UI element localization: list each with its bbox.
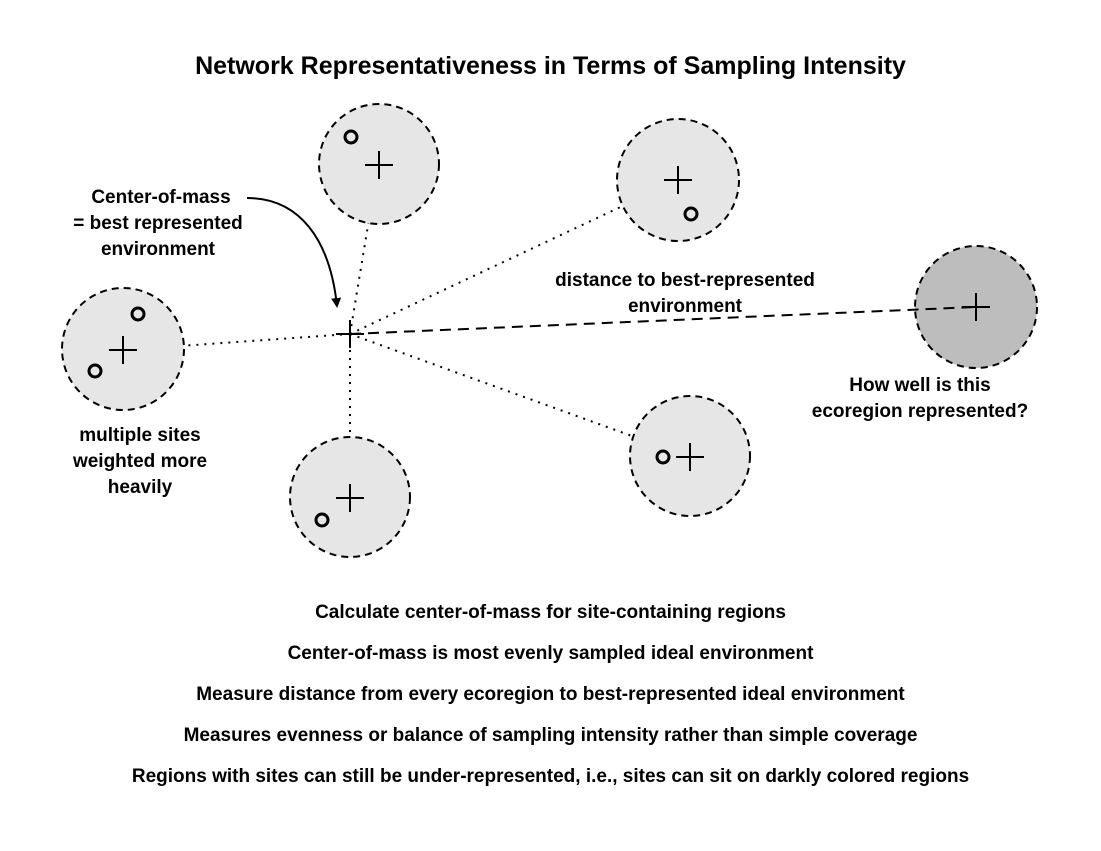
summary-list: Calculate center-of-mass for site-contai…	[0, 598, 1101, 803]
site-circle-icon	[683, 206, 699, 222]
site-circle-icon	[314, 512, 330, 528]
distance-label: distance to best-represented environment	[515, 268, 855, 320]
how-well-label-line-2: ecoregion represented?	[811, 401, 1029, 422]
summary-line: Calculate center-of-mass for site-contai…	[315, 602, 786, 623]
plus-icon	[365, 151, 393, 179]
site-circle-icon	[87, 363, 103, 379]
center-of-mass-plus-icon	[336, 320, 364, 348]
center-of-mass-label: Center-of-mass = best represented enviro…	[48, 185, 268, 263]
plus-icon	[336, 484, 364, 512]
center-of-mass-label-line-2: = best represented	[73, 213, 243, 234]
how-well-label-line-1: How well is this	[849, 375, 991, 396]
center-of-mass-label-line-1: Center-of-mass	[91, 187, 231, 208]
multiple-sites-label-line-2: weighted more	[72, 451, 208, 472]
distance-label-line-1: distance to best-represented	[555, 270, 815, 291]
plus-icon	[676, 443, 704, 471]
center-of-mass-label-line-3: environment	[100, 239, 216, 260]
centroid-markers	[109, 151, 990, 512]
summary-line: Center-of-mass is most evenly sampled id…	[287, 643, 814, 664]
multiple-sites-label: multiple sites weighted more heavily	[40, 423, 240, 501]
site-circle-icon	[130, 306, 146, 322]
site-circle-icon	[655, 449, 671, 465]
plus-icon	[962, 293, 990, 321]
summary-line: Measure distance from every ecoregion to…	[196, 684, 905, 705]
distance-line	[349, 306, 977, 335]
curved-arrow-icon	[246, 197, 342, 308]
summary-line: Measures evenness or balance of sampling…	[183, 725, 918, 746]
multiple-sites-label-line-3: heavily	[107, 477, 173, 498]
page-title: Network Representativeness in Terms of S…	[195, 52, 906, 80]
connector-left	[122, 333, 351, 351]
site-markers	[87, 129, 699, 528]
plus-icon	[109, 336, 137, 364]
plus-icon	[664, 166, 692, 194]
summary-line: Regions with sites can still be under-re…	[131, 766, 970, 787]
distance-label-line-2: environment	[627, 296, 743, 317]
multiple-sites-label-line-1: multiple sites	[79, 425, 201, 446]
how-well-label: How well is this ecoregion represented?	[775, 373, 1065, 425]
site-circle-icon	[343, 129, 359, 145]
